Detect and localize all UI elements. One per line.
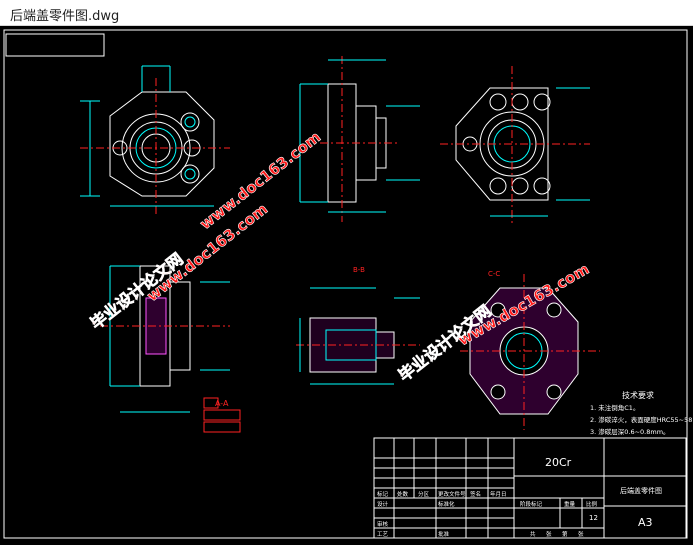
tb-label: 标记	[377, 490, 389, 498]
window-titlebar: 后端盖零件图.dwg	[0, 0, 693, 26]
tb-label: 签名	[470, 490, 481, 498]
tech-requirements: 技术要求 1. 未注倒角C1。 2. 渗碳淬火，表面硬度HRC55~58°。 3…	[590, 390, 693, 436]
tech-req-item: 2. 渗碳淬火，表面硬度HRC55~58°。	[590, 415, 693, 424]
tb-label: 张	[578, 530, 584, 538]
tb-label: 批准	[438, 530, 450, 538]
material-text: 20Cr	[545, 456, 572, 469]
tb-label: 共	[530, 530, 536, 538]
code-box	[5, 33, 105, 57]
tb-label: 比例	[586, 500, 598, 508]
window-title: 后端盖零件图.dwg	[10, 9, 120, 24]
cad-drawing-canvas[interactable]: A-A B-B C-C 技术要求 1. 未注倒角C1。 2. 渗碳淬火，表面硬度…	[0, 26, 693, 541]
sheet-border	[3, 29, 688, 539]
tech-req-title: 技术要求	[622, 390, 654, 400]
tb-label: 重量	[564, 500, 576, 508]
tb-label: 第	[562, 530, 568, 538]
scale-text: 12	[589, 514, 598, 522]
title-block-labels: 标记 处数 分区 更改文件号 签名 年月日 设计 标准化 审核 工艺 批准 阶段…	[377, 490, 598, 538]
tb-label: 阶段标记	[520, 500, 543, 508]
view-rear-flange	[440, 66, 590, 224]
section-label-b: B-B	[353, 266, 365, 274]
tech-req-item: 3. 渗碳层深0.6~0.8mm。	[590, 427, 670, 436]
title-block	[373, 437, 687, 539]
tb-label: 张	[546, 530, 552, 538]
tb-label: 更改文件号	[438, 490, 466, 498]
part-name-text: 后端盖零件图	[620, 486, 662, 495]
view-front-flange	[80, 65, 230, 214]
section-label-a: A-A	[215, 399, 229, 408]
tech-req-item: 1. 未注倒角C1。	[590, 403, 639, 412]
view-section-b	[296, 287, 420, 385]
tolerance-frames	[203, 397, 241, 433]
sheet-size-text: A3	[638, 516, 653, 529]
tb-label: 设计	[377, 500, 389, 508]
view-section-a	[100, 265, 230, 413]
section-label-c: C-C	[488, 270, 500, 278]
tb-label: 标准化	[438, 500, 455, 508]
tb-label: 工艺	[377, 531, 389, 538]
tb-label: 年月日	[490, 490, 507, 498]
tb-label: 处数	[397, 490, 409, 498]
drawing-svg: A-A B-B C-C 技术要求 1. 未注倒角C1。 2. 渗碳淬火，表面硬度…	[3, 29, 693, 539]
view-section-c	[460, 274, 600, 430]
view-side-section	[299, 56, 420, 222]
tb-label: 分区	[418, 490, 430, 498]
tb-label: 审核	[377, 520, 389, 528]
